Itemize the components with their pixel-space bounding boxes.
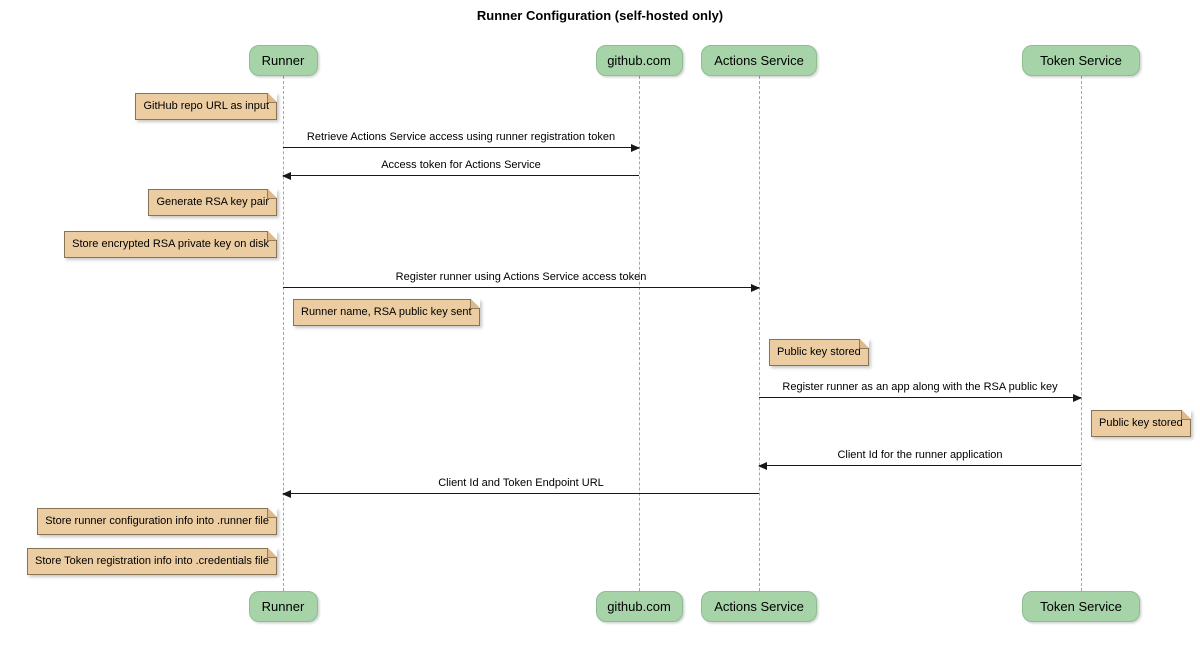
note-fold-icon — [268, 231, 277, 240]
participant-actions-bottom: Actions Service — [701, 591, 817, 622]
lifeline-actions — [759, 76, 760, 591]
note-4: Public key stored — [769, 339, 869, 366]
note-fold-icon — [268, 548, 277, 557]
lifeline-runner — [283, 76, 284, 591]
note-text: GitHub repo URL as input — [143, 100, 269, 112]
note-fold-icon — [859, 339, 869, 348]
note-1: Generate RSA key pair — [148, 189, 277, 216]
message-label-4: Client Id for the runner application — [837, 449, 1003, 461]
note-text: Store encrypted RSA private key on disk — [72, 238, 269, 250]
note-fold-icon — [1181, 410, 1191, 419]
arrowhead-right-icon — [631, 144, 640, 152]
message-label-5: Client Id and Token Endpoint URL — [438, 477, 604, 489]
note-3: Runner name, RSA public key sent — [293, 299, 480, 326]
note-text: Public key stored — [777, 346, 861, 358]
message-label-3: Register runner as an app along with the… — [782, 381, 1058, 393]
message-1: Access token for Actions Service — [282, 157, 639, 180]
note-0: GitHub repo URL as input — [135, 93, 277, 120]
participant-token-bottom: Token Service — [1022, 591, 1140, 622]
note-text: Generate RSA key pair — [156, 196, 269, 208]
participant-github-bottom: github.com — [595, 591, 683, 622]
lifeline-github — [639, 76, 640, 591]
arrowhead-right-icon — [1073, 394, 1082, 402]
message-2: Register runner using Actions Service ac… — [283, 269, 760, 292]
arrowhead-left-icon — [282, 172, 291, 180]
message-4: Client Id for the runner application — [758, 447, 1081, 470]
message-3: Register runner as an app along with the… — [759, 379, 1082, 402]
note-text: Public key stored — [1099, 417, 1183, 429]
note-5: Public key stored — [1091, 410, 1191, 437]
diagram-title: Runner Configuration (self-hosted only) — [476, 8, 724, 23]
note-6: Store runner configuration info into .ru… — [37, 508, 277, 535]
message-label-2: Register runner using Actions Service ac… — [395, 271, 647, 283]
lifeline-token — [1081, 76, 1082, 591]
message-0: Retrieve Actions Service access using ru… — [283, 129, 640, 152]
message-5: Client Id and Token Endpoint URL — [282, 475, 759, 498]
participant-actions-top: Actions Service — [701, 45, 817, 76]
note-text: Runner name, RSA public key sent — [301, 306, 472, 318]
participant-token-top: Token Service — [1022, 45, 1140, 76]
note-fold-icon — [268, 508, 277, 517]
arrowhead-left-icon — [282, 490, 291, 498]
participant-runner-bottom: Runner — [248, 591, 318, 622]
note-2: Store encrypted RSA private key on disk — [64, 231, 277, 258]
note-fold-icon — [268, 189, 277, 198]
participant-github-top: github.com — [595, 45, 683, 76]
arrowhead-left-icon — [758, 462, 767, 470]
arrowhead-right-icon — [751, 284, 760, 292]
participant-runner-top: Runner — [248, 45, 318, 76]
message-label-0: Retrieve Actions Service access using ru… — [306, 131, 616, 143]
note-7: Store Token registration info into .cred… — [27, 548, 277, 575]
note-text: Store runner configuration info into .ru… — [45, 515, 269, 527]
note-fold-icon — [268, 93, 277, 102]
note-fold-icon — [470, 299, 480, 308]
message-label-1: Access token for Actions Service — [381, 159, 541, 171]
note-text: Store Token registration info into .cred… — [35, 555, 269, 567]
